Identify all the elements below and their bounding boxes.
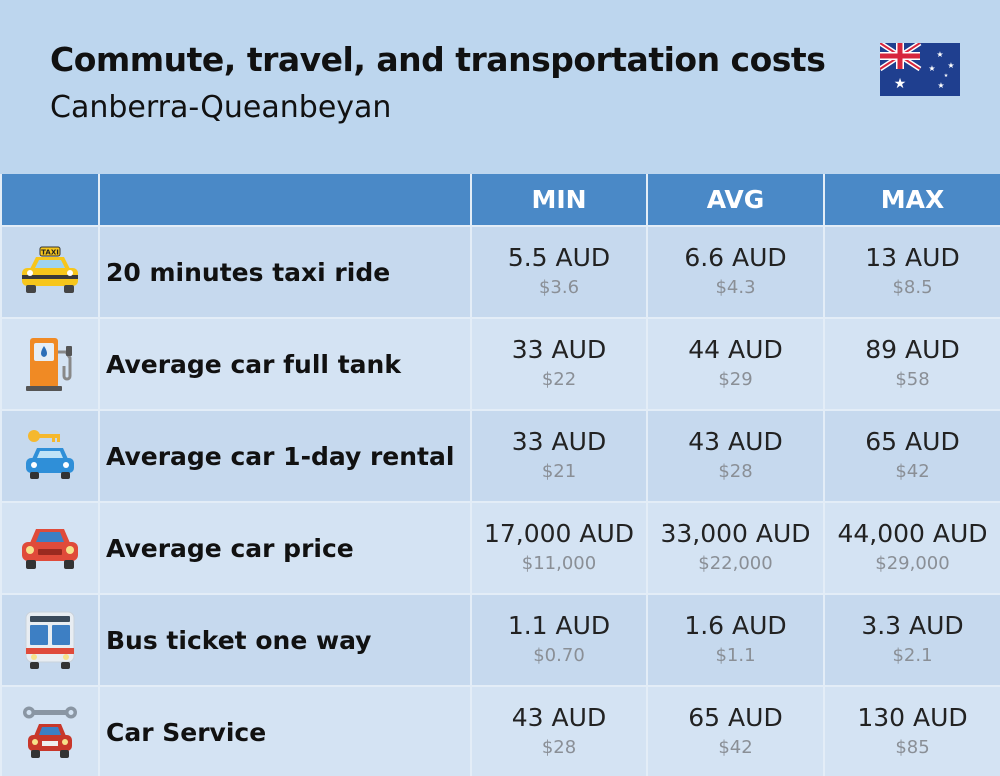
value-cell-max: 3.3 AUD $2.1 (823, 593, 1000, 687)
row-label: Average car full tank (98, 317, 472, 411)
table-row: TAXI 20 minutes taxi ride 5.5 AUD $3.6 6.… (0, 225, 1000, 319)
value-usd: $85 (895, 737, 930, 758)
svg-text:★: ★ (894, 76, 907, 92)
table-row: Car Service 43 AUD $28 65 AUD $42 130 AUD $… (0, 685, 1000, 776)
value-aud: 43 AUD (688, 427, 783, 456)
value-usd: $1.1 (715, 645, 756, 666)
value-cell-avg: 1.6 AUD $1.1 (646, 593, 825, 687)
header-icon-cell (0, 174, 100, 227)
svg-text:★: ★ (928, 64, 935, 73)
value-cell-avg: 65 AUD $42 (646, 685, 825, 776)
value-cell-min: 33 AUD $21 (470, 409, 648, 503)
value-cell-min: 17,000 AUD $11,000 (470, 501, 648, 595)
row-icon-cell (0, 593, 100, 687)
value-aud: 33 AUD (511, 427, 607, 456)
svg-text:★: ★ (936, 50, 943, 59)
header: Commute, travel, and transportation cost… (0, 0, 1000, 172)
value-usd: $8.5 (892, 277, 933, 298)
value-aud: 43 AUD (511, 703, 607, 732)
column-header-max: MAX (823, 174, 1000, 227)
value-cell-min: 43 AUD $28 (470, 685, 648, 776)
value-aud: 33,000 AUD (660, 519, 811, 548)
value-aud: 1.6 AUD (684, 611, 787, 640)
fuel-pump-icon (26, 338, 72, 391)
table-header-row: MIN AVG MAX (0, 174, 1000, 227)
value-aud: 65 AUD (688, 703, 783, 732)
value-aud: 6.6 AUD (684, 243, 787, 272)
row-icon-cell (0, 317, 100, 411)
value-cell-max: 130 AUD $85 (823, 685, 1000, 776)
value-aud: 13 AUD (865, 243, 960, 272)
row-icon-cell: TAXI (0, 225, 100, 319)
value-aud: 1.1 AUD (507, 611, 611, 640)
value-usd: $3.6 (538, 277, 580, 298)
value-aud: 17,000 AUD (483, 519, 635, 548)
row-label: Average car 1-day rental (98, 409, 472, 503)
value-usd: $29,000 (875, 553, 950, 574)
value-aud: 65 AUD (865, 427, 960, 456)
value-usd: $22,000 (698, 553, 773, 574)
value-cell-min: 33 AUD $22 (470, 317, 648, 411)
svg-text:★: ★ (947, 61, 954, 70)
australia-flag-icon: ★ ★ ★ ★ ★ ★ (880, 43, 960, 96)
table-row: Average car 1-day rental 33 AUD $21 43 AU… (0, 409, 1000, 503)
car-rental-icon (26, 430, 74, 479)
table-row: Average car full tank 33 AUD $22 44 AUD $2… (0, 317, 1000, 411)
page-title: Commute, travel, and transportation cost… (50, 40, 826, 79)
column-header-avg: AVG (646, 174, 825, 227)
column-header-min: MIN (470, 174, 648, 227)
value-aud: 33 AUD (511, 335, 607, 364)
value-cell-avg: 43 AUD $28 (646, 409, 825, 503)
value-aud: 44 AUD (688, 335, 783, 364)
value-aud: 44,000 AUD (837, 519, 988, 548)
row-label: 20 minutes taxi ride (98, 225, 472, 319)
row-label: Car Service (98, 685, 472, 776)
value-aud: 130 AUD (857, 703, 968, 732)
value-usd: $42 (718, 737, 753, 758)
row-icon-cell (0, 501, 100, 595)
taxi-sign-text: TAXI (41, 249, 59, 257)
page-subtitle: Canberra-Queanbeyan (50, 90, 392, 125)
value-usd: $0.70 (533, 645, 585, 666)
header-label-cell (98, 174, 472, 227)
bus-icon (25, 611, 75, 669)
taxi-icon: TAXI (22, 246, 78, 293)
value-usd: $28 (541, 737, 577, 758)
value-cell-avg: 33,000 AUD $22,000 (646, 501, 825, 595)
value-cell-avg: 44 AUD $29 (646, 317, 825, 411)
value-cell-max: 13 AUD $8.5 (823, 225, 1000, 319)
value-cell-max: 89 AUD $58 (823, 317, 1000, 411)
value-usd: $21 (541, 461, 577, 482)
value-cell-max: 65 AUD $42 (823, 409, 1000, 503)
value-cell-avg: 6.6 AUD $4.3 (646, 225, 825, 319)
value-aud: 3.3 AUD (861, 611, 964, 640)
value-usd: $28 (718, 461, 753, 482)
value-aud: 5.5 AUD (507, 243, 611, 272)
value-usd: $2.1 (892, 645, 933, 666)
value-cell-min: 5.5 AUD $3.6 (470, 225, 648, 319)
value-usd: $22 (541, 369, 577, 390)
value-usd: $42 (895, 461, 930, 482)
value-usd: $4.3 (715, 277, 756, 298)
value-cell-max: 44,000 AUD $29,000 (823, 501, 1000, 595)
svg-text:★: ★ (937, 81, 944, 90)
row-label: Average car price (98, 501, 472, 595)
value-usd: $29 (718, 369, 753, 390)
value-aud: 89 AUD (865, 335, 960, 364)
row-icon-cell (0, 685, 100, 776)
cost-table: MIN AVG MAX TAXI 20 minutes taxi ride 5.… (0, 174, 1000, 776)
car-service-icon (23, 706, 77, 758)
table-row: Bus ticket one way 1.1 AUD $0.70 1.6 AUD $… (0, 593, 1000, 687)
row-icon-cell (0, 409, 100, 503)
svg-text:★: ★ (944, 73, 949, 79)
row-label: Bus ticket one way (98, 593, 472, 687)
car-icon (22, 529, 78, 569)
table-row: Average car price 17,000 AUD $11,000 33,0… (0, 501, 1000, 595)
value-usd: $58 (895, 369, 930, 390)
value-usd: $11,000 (521, 553, 597, 574)
value-cell-min: 1.1 AUD $0.70 (470, 593, 648, 687)
